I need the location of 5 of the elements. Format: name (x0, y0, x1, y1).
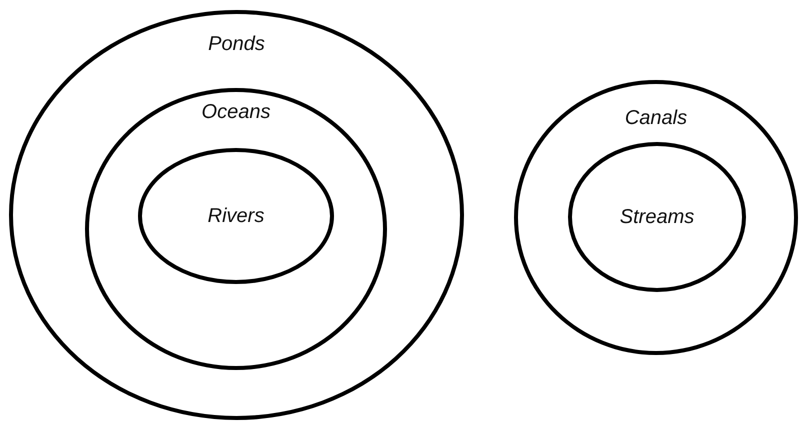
region-label: Oceans (202, 100, 270, 124)
region-label: Ponds (208, 32, 265, 56)
region-label: Canals (624, 106, 688, 130)
region-label: Streams (620, 205, 694, 229)
region-label: Rivers (208, 204, 264, 228)
